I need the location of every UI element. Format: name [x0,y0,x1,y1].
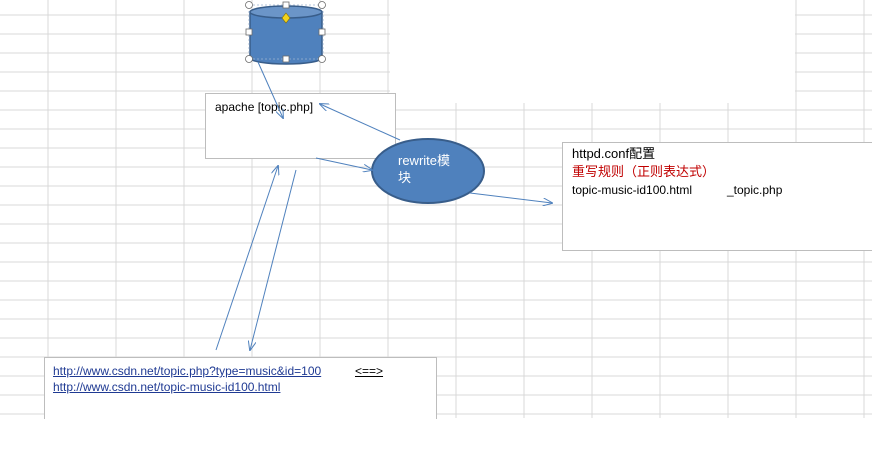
rewrite-module-label-line2: 块 [398,170,412,185]
equivalence-arrow: <==> [355,364,384,378]
rewrite-module-label: rewrite模 块 [398,152,450,186]
config-title: httpd.conf配置 [572,146,656,161]
url-dynamic-link[interactable]: http://www.csdn.net/topic.php?type=music… [53,364,322,378]
apache-label: apache [topic.php] [215,100,314,114]
rewrite-module-label-line1: rewrite模 [398,153,451,168]
apache-box[interactable]: apache [topic.php] [205,93,396,159]
rewrite-rule-heading: 重写规则（正则表达式） [572,164,716,179]
rule-target: _topic.php [727,183,783,197]
url-static-link[interactable]: http://www.csdn.net/topic-music-id100.ht… [53,380,281,394]
url-box: http://www.csdn.net/topic.php?type=music… [44,357,437,419]
rule-source: topic-music-id100.html [572,183,693,197]
httpd-config-box[interactable]: httpd.conf配置 重写规则（正则表达式） topic-music-id1… [562,142,872,251]
